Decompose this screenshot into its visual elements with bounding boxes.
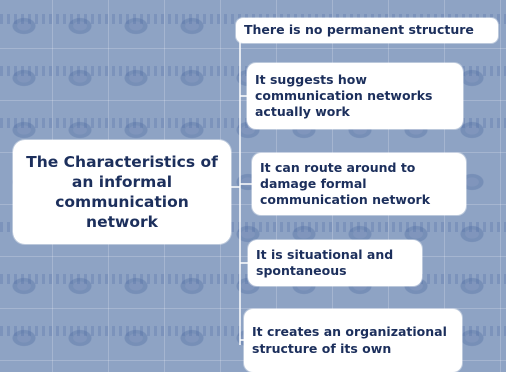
branch-node-4: It is situational and spontaneous bbox=[248, 240, 422, 286]
central-topic-label: The Characteristics of an informal commu… bbox=[26, 152, 218, 232]
branch-label: It is situational and spontaneous bbox=[256, 246, 394, 278]
background-stripe bbox=[0, 222, 506, 232]
branch-label: It can route around to damage formal com… bbox=[260, 159, 431, 208]
branch-label: It suggests how communication networks a… bbox=[255, 71, 433, 120]
central-topic-box: The Characteristics of an informal commu… bbox=[13, 140, 231, 244]
branch-node-5: It creates an organizational structure o… bbox=[244, 309, 462, 372]
branch-node-1: There is no permanent structure bbox=[236, 18, 498, 43]
branch-node-2: It suggests how communication networks a… bbox=[247, 63, 463, 129]
branch-label: There is no permanent structure bbox=[244, 22, 474, 38]
branch-node-3: It can route around to damage formal com… bbox=[252, 153, 466, 215]
branch-label: It creates an organizational structure o… bbox=[252, 324, 447, 356]
